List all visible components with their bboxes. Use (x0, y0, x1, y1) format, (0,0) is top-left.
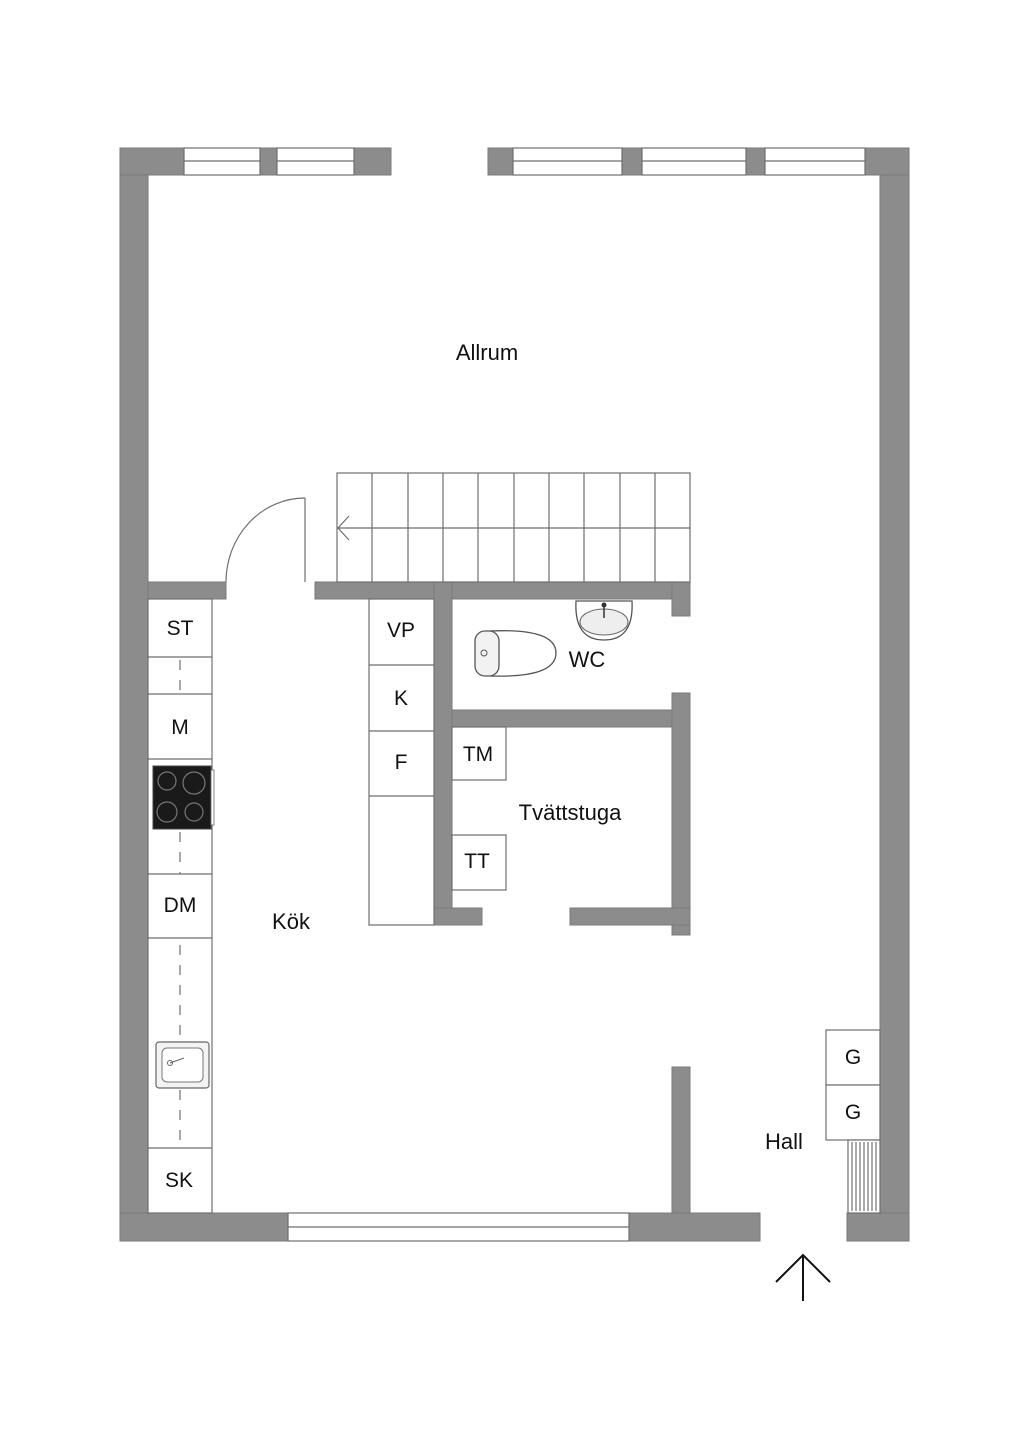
window-top-3 (512, 147, 623, 176)
window-top-2 (276, 147, 355, 176)
window-top-5 (764, 147, 866, 176)
wall-bottom-1 (119, 1212, 289, 1242)
wall-top-2 (259, 147, 278, 176)
wall-allrum-stairs (314, 581, 691, 600)
outer-walls (119, 147, 910, 1242)
label-g-upper: G (845, 1046, 861, 1069)
label-st: ST (167, 617, 194, 640)
wall-tvatt-bottom-right (569, 907, 691, 926)
wall-wc-left (433, 581, 453, 926)
room-label-tvattstuga: Tvättstuga (519, 800, 622, 825)
label-sk: SK (165, 1169, 193, 1192)
window-top-1 (183, 147, 261, 176)
wall-top-3 (353, 147, 392, 176)
window-bottom (287, 1212, 630, 1242)
wall-wc-right-stub (671, 581, 691, 617)
toilet-icon (474, 630, 557, 677)
wall-top-5 (621, 147, 643, 176)
label-k: K (394, 687, 408, 710)
wall-tvatt-right (671, 692, 691, 936)
label-vp: VP (387, 619, 415, 642)
label-tt: TT (464, 850, 490, 873)
wall-top-4 (487, 147, 514, 176)
appliance-column (368, 598, 435, 926)
stair-arrow-icon (337, 515, 350, 541)
wall-hall-divider (671, 1066, 691, 1214)
wall-top-6 (745, 147, 766, 176)
wall-top-7 (864, 147, 910, 176)
wall-wc-bottom (451, 709, 691, 728)
entrance-arrow-icon (775, 1253, 831, 1301)
stove-icon (152, 765, 215, 830)
wall-left (119, 147, 149, 1242)
tt-box (451, 834, 507, 891)
tm-box (451, 726, 507, 781)
wall-bottom-2 (628, 1212, 761, 1242)
window-top-4 (641, 147, 747, 176)
room-label-allrum: Allrum (456, 340, 518, 365)
room-label-wc: WC (569, 647, 606, 672)
door-swing (225, 497, 306, 583)
wall-right (879, 147, 910, 1242)
wall-top-1 (119, 147, 185, 176)
sink-icon (155, 1041, 210, 1089)
room-label-hall: Hall (765, 1129, 803, 1154)
kitchen-counter (147, 598, 215, 1214)
room-label-kok: Kök (272, 909, 311, 934)
label-dm: DM (164, 894, 197, 917)
label-tm: TM (463, 743, 493, 766)
washbasin-icon (575, 600, 633, 641)
wall-allrum-left (147, 581, 227, 600)
wall-tvatt-bottom-left (433, 907, 483, 926)
windows (183, 147, 866, 1242)
staircase (336, 472, 691, 583)
interior-walls (147, 581, 691, 1214)
shoe-rack (847, 1139, 881, 1214)
hall-wardrobes (825, 1029, 881, 1214)
label-m: M (171, 716, 189, 739)
label-g-lower: G (845, 1101, 861, 1124)
wall-bottom-3 (846, 1212, 910, 1242)
label-f: F (395, 751, 408, 774)
